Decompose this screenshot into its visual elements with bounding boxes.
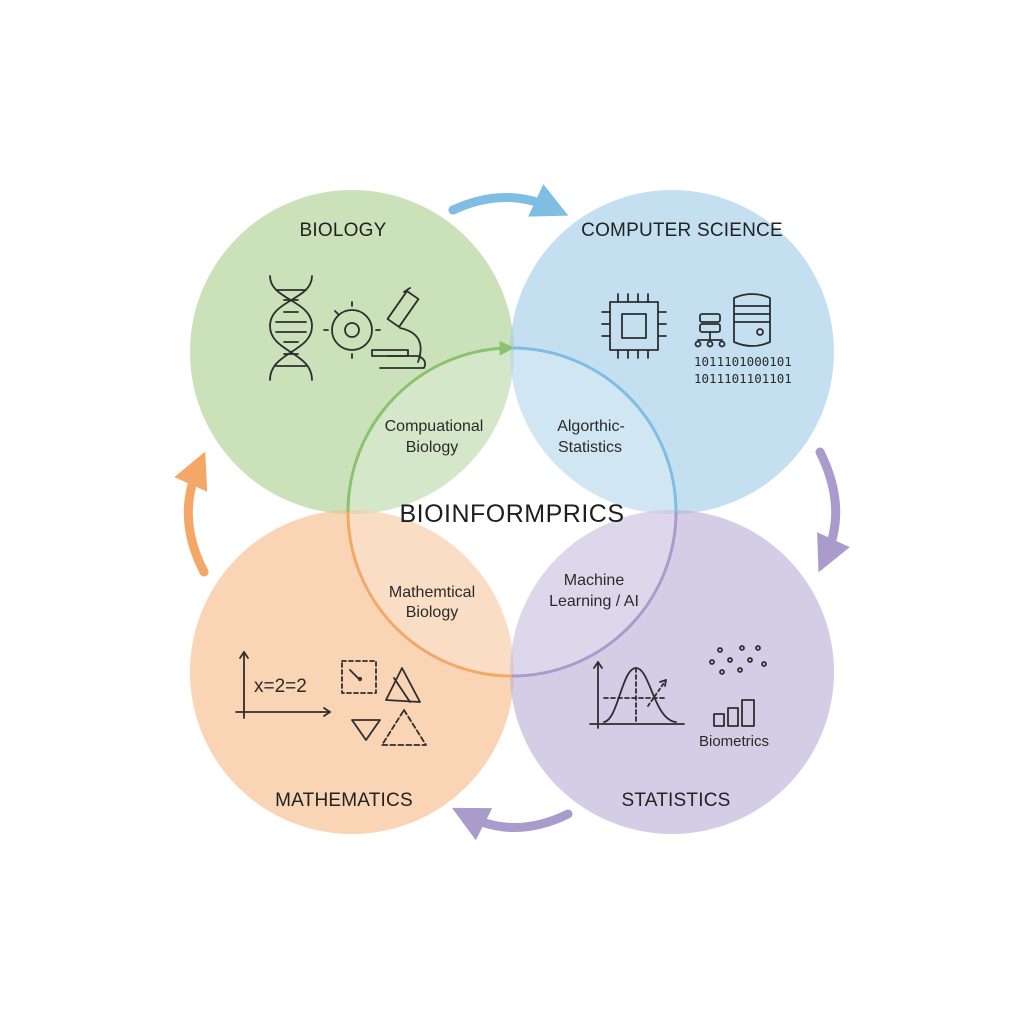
- microscope-icon: [371, 287, 427, 369]
- dashed-square-icon: [341, 660, 377, 694]
- scatter-dots-icon: [709, 645, 767, 675]
- network-icon: [694, 313, 726, 348]
- bio-math-overlap-line-2: Biology: [406, 604, 458, 621]
- center-arc-blue: [511, 346, 678, 513]
- computer-science-title: COMPUTER SCIENCE: [581, 220, 783, 241]
- arrow-biology-to-cs: [448, 184, 569, 217]
- bio-math-overlap-line-1: Mathemtical: [389, 584, 475, 601]
- arrow-math-to-biology: [174, 451, 209, 577]
- mathematics-title: MATHEMATICS: [275, 790, 413, 811]
- biometrics-label: Biometrics: [699, 733, 769, 750]
- math-equation: x=2=2: [254, 676, 307, 697]
- cell-icon: [323, 301, 381, 359]
- bar-chart-icon: [713, 699, 755, 727]
- arrow-statistics-to-math: [451, 807, 573, 841]
- bioinformatics-center-circle: [348, 348, 676, 676]
- cs-stats-overlap-line-1: Algorthic-: [557, 418, 625, 435]
- center-title: BIOINFORMPRICS: [399, 500, 624, 528]
- triangle-icon: [385, 667, 421, 703]
- biology-title: BIOLOGY: [300, 220, 387, 241]
- center-arc-green: [346, 340, 515, 513]
- dna-icon: [269, 275, 313, 381]
- dashed-triangle-icon: [381, 709, 427, 746]
- arrow-cs-to-statistics: [815, 447, 850, 573]
- biology-circle: [190, 190, 514, 514]
- axes-icon: [235, 651, 331, 719]
- center-arc-purple: [511, 511, 678, 678]
- binary-line-1: 1011101000101: [694, 354, 792, 369]
- statistics-circle: [510, 510, 834, 834]
- center-arc-orange: [346, 511, 513, 678]
- statistics-title: STATISTICS: [622, 790, 731, 811]
- inverted-triangle-icon: [351, 719, 381, 741]
- bio-cs-overlap-line-1: Compuational: [385, 418, 484, 435]
- chip-icon: [601, 293, 667, 359]
- distribution-curve-icon: [589, 661, 685, 729]
- bio-cs-overlap-line-2: Biology: [406, 439, 458, 456]
- stats-ml-overlap-line-1: Machine: [564, 572, 625, 589]
- computer-science-circle: [510, 190, 834, 514]
- stats-ml-overlap-line-2: Learning / AI: [549, 593, 639, 610]
- server-icon: [733, 293, 771, 347]
- cs-stats-overlap-line-2: Statistics: [558, 439, 622, 456]
- binary-line-2: 1011101101101: [694, 371, 792, 386]
